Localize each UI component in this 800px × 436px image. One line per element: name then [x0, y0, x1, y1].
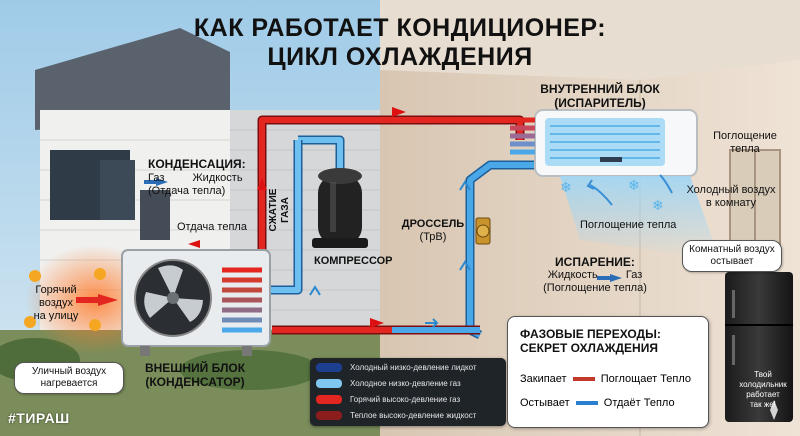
phase-cools: Остывает — [520, 397, 570, 409]
heat-absorption-label: Поглощение тепла — [705, 130, 785, 156]
heat-release-label: Отдача тепла — [177, 221, 247, 233]
fridge-note: Твой холодильник работает так же! — [734, 370, 792, 410]
outdoor-unit-title: ВНЕШНИЙ БЛОК (КОНДЕНСАТОР) — [120, 361, 270, 389]
legend-item: Теплое высоко-девление жидкост — [316, 408, 476, 422]
phase-title: ФАЗОВЫЕ ПЕРЕХОДЫ: СЕКРЕТ ОХЛАЖДЕНИЯ — [520, 327, 661, 355]
legend-label: Холодный низко-девление лидкот — [350, 362, 477, 372]
page-title: КАК РАБОТАЕТ КОНДИЦИОНЕР: ЦИКЛ ОХЛАЖДЕНИ… — [0, 14, 800, 72]
outdoor-title-line-1: ВНЕШНИЙ БЛОК — [144, 361, 246, 375]
evaporation-transition: Жидкость Газ — [530, 269, 660, 282]
throttle-line-2: (ТрВ) — [419, 231, 447, 243]
condensation-transition: Газ Жидкость — [148, 172, 268, 185]
legend-item: Холодный низко-девление лидкот — [316, 360, 477, 374]
condensation-title: КОНДЕНСАЦИЯ: — [148, 157, 246, 171]
arrow-right-icon — [572, 377, 595, 382]
legend-item: Горячий высоко-девление газ — [316, 392, 460, 406]
room-air-line-1: Комнатный воздух — [689, 244, 775, 255]
legend-label: Горячий высоко-девление газ — [350, 394, 461, 404]
legend-swatch — [316, 394, 342, 404]
watermark: #ТИРАШ — [8, 410, 70, 426]
condensation-gas: Газ — [148, 172, 165, 184]
indoor-unit-title-line-2: (ИСПАРИТЕЛЬ) — [554, 96, 646, 110]
legend-swatch — [316, 410, 342, 420]
evaporation-block: ИСПАРЕНИЕ: Жидкость Газ (Поглощение тепл… — [530, 256, 660, 295]
phase-title-line-1: ФАЗОВЫЕ ПЕРЕХОДЫ: — [520, 327, 661, 341]
fridge-note-line-4: так же! — [750, 400, 776, 409]
street-air-line-1: Уличный воздух — [31, 366, 107, 377]
fridge-note-line-3: работает — [746, 390, 780, 399]
legend-swatch — [316, 362, 342, 372]
legend-label: Теплое высоко-девление жидкост — [350, 410, 477, 420]
throttle-label: ДРОССЕЛЬ (ТрВ) — [396, 218, 470, 244]
heat-absorption-line-1: Поглощение — [713, 130, 777, 142]
evaporation-gas: Газ — [625, 269, 643, 281]
compression-line-2: ГАЗА — [280, 197, 291, 223]
street-air-line-2: нагревается — [40, 378, 98, 389]
phase-title-line-2: СЕКРЕТ ОХЛАЖДЕНИЯ — [520, 341, 658, 355]
legend-label: Холодное низко-девление газ — [350, 378, 461, 388]
svg-text:❄: ❄ — [652, 198, 664, 214]
room-air-line-2: остывает — [710, 256, 754, 267]
street-air-bubble: Уличный воздух нагревается — [14, 362, 124, 394]
title-line-2: ЦИКЛ ОХЛАЖДЕНИЯ — [267, 43, 533, 71]
svg-text:❄: ❄ — [628, 178, 640, 194]
phase-row-boil: Закипает Поглощает Тепло — [520, 373, 691, 385]
evaporation-note: (Поглощение тепла) — [543, 282, 647, 294]
cold-air-line-1: Холодный воздух — [686, 184, 776, 196]
condensation-liquid: Жидкость — [192, 172, 243, 184]
phase-absorbs: Поглощает Тепло — [600, 373, 692, 385]
compression-line-1: СЖАТИЕ — [268, 188, 279, 232]
compressor-label: КОМПРЕССОР — [314, 255, 393, 267]
condensation-note: (Отдача тепла) — [148, 185, 226, 197]
title-line-1: КАК РАБОТАЕТ КОНДИЦИОНЕР: — [193, 14, 607, 42]
phase-releases: Отдаёт Тепло — [603, 397, 675, 409]
heat-absorption-label-2: Поглощение тепла — [580, 219, 677, 231]
legend-swatch — [316, 378, 342, 388]
hot-air-line-2: воздух — [39, 297, 73, 309]
fridge-note-line-1: Твой — [754, 370, 772, 379]
room-air-bubble: Комнатный воздух остывает — [682, 240, 782, 272]
throttle-line-1: ДРОССЕЛЬ — [401, 218, 465, 230]
fridge-note-line-2: холодильник — [739, 380, 787, 389]
outdoor-title-line-2: (КОНДЕНСАТОР) — [145, 375, 245, 389]
hot-air-line-3: на улицу — [33, 310, 79, 322]
hot-air-line-1: Горячий — [35, 284, 77, 296]
evaporation-title: ИСПАРЕНИЕ: — [555, 255, 635, 269]
phase-transitions-box: ФАЗОВЫЕ ПЕРЕХОДЫ: СЕКРЕТ ОХЛАЖДЕНИЯ Заки… — [507, 316, 709, 428]
indoor-unit-title-line-1: ВНУТРЕННИЙ БЛОК — [540, 82, 660, 96]
phase-boil: Закипает — [520, 373, 567, 385]
gas-compression-label: СЖАТИЕ ГАЗА — [268, 170, 291, 250]
heat-absorption-line-2: тепла — [730, 143, 760, 155]
indoor-unit-title: ВНУТРЕННИЙ БЛОК (ИСПАРИТЕЛЬ) — [520, 82, 680, 110]
phase-row-cool: Остывает Отдаёт Тепло — [520, 397, 675, 409]
condensation-block: КОНДЕНСАЦИЯ: Газ Жидкость (Отдача тепла) — [148, 158, 268, 198]
legend-item: Холодное низко-девление газ — [316, 376, 461, 390]
evaporation-liquid: Жидкость — [547, 269, 598, 281]
arrow-right-icon — [575, 401, 598, 406]
hot-air-label: Горячий воздух на улицу — [24, 284, 88, 323]
cold-air-line-2: в комнату — [705, 197, 757, 209]
pipe-legend: Холодный низко-девление лидкот Холодное … — [310, 358, 506, 426]
svg-text:❄: ❄ — [560, 180, 572, 196]
cold-air-label: Холодный воздух в комнату — [670, 184, 792, 210]
